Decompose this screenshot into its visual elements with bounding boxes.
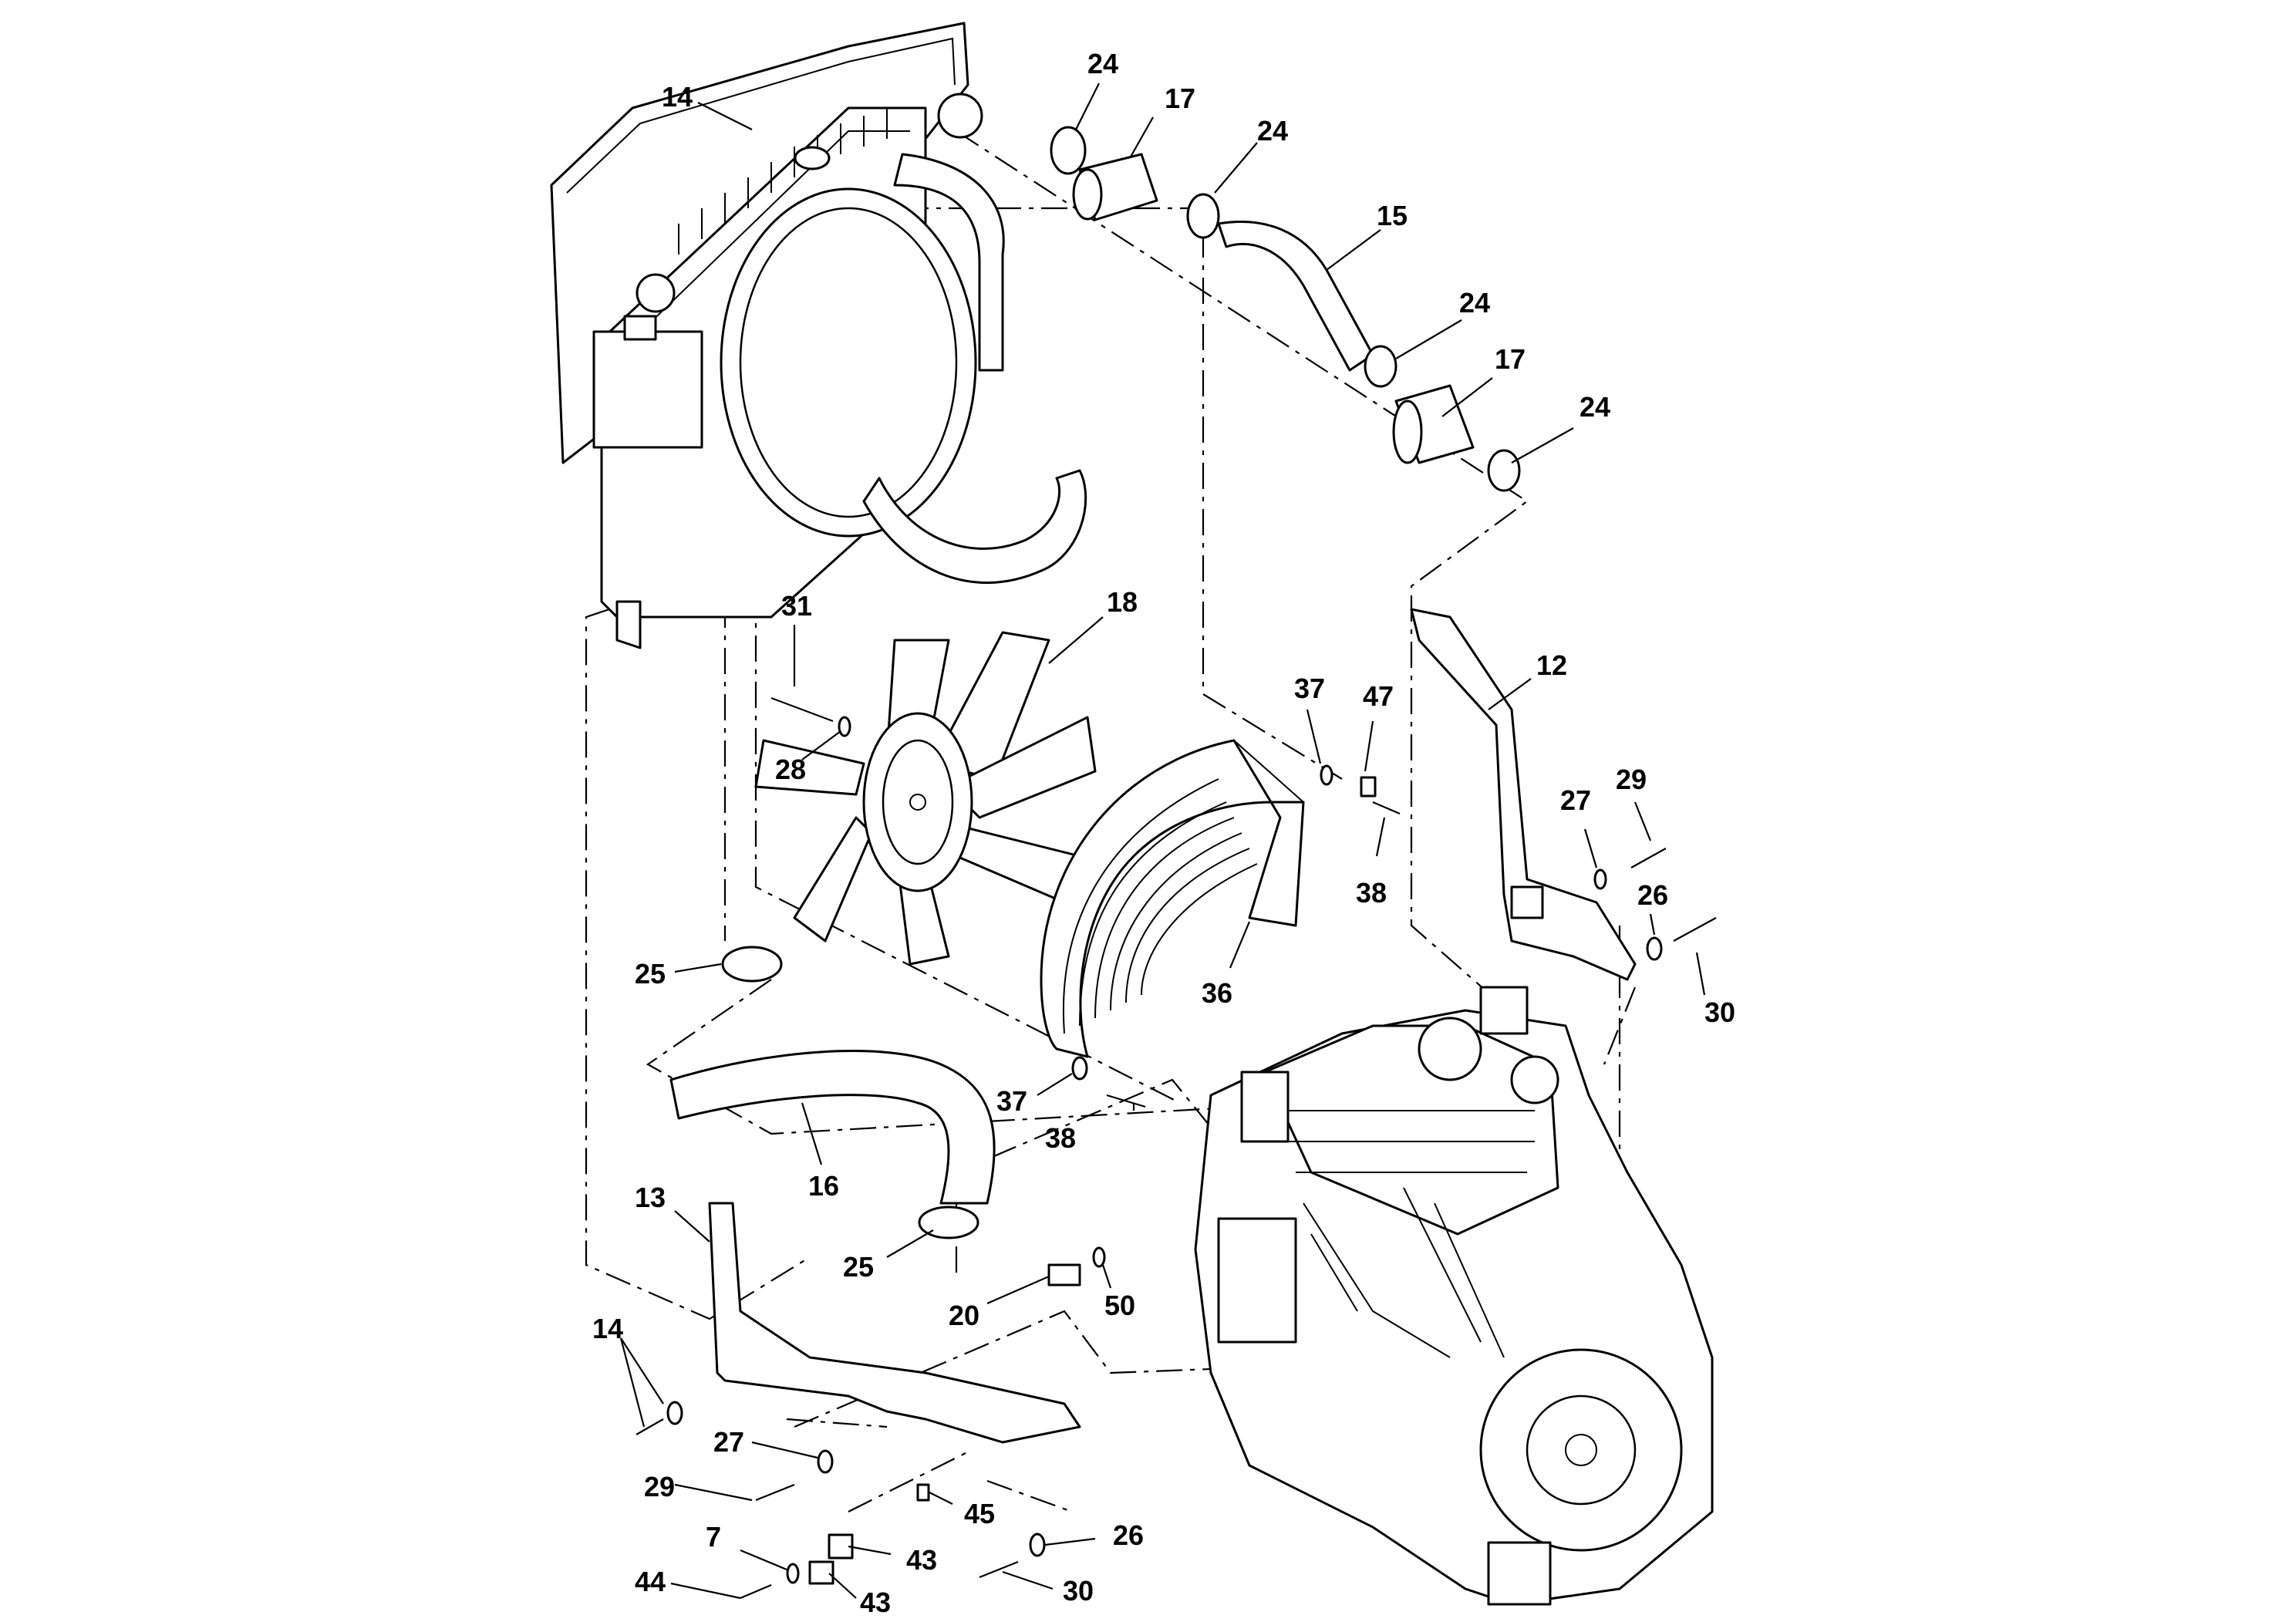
callout-27a: 27 — [1560, 784, 1591, 816]
callout-24b: 24 — [1257, 115, 1288, 147]
callout-37b: 37 — [996, 1085, 1027, 1117]
callout-24a: 24 — [1087, 48, 1118, 79]
fuel-filter — [1240, 1071, 1290, 1143]
bolt-30b — [979, 1560, 1019, 1579]
bolt-29b — [755, 1483, 795, 1502]
bolt-38a — [1372, 801, 1401, 815]
callout-30b: 30 — [1063, 1575, 1094, 1607]
bracket-13 — [708, 1202, 1081, 1444]
bracket-12 — [1410, 608, 1637, 981]
radiator-hose-lower — [862, 469, 1087, 584]
hose-clamp-24c — [1364, 345, 1397, 388]
callout-25b: 25 — [843, 1251, 874, 1283]
callout-29b: 29 — [644, 1471, 675, 1502]
callout-25a: 25 — [635, 958, 666, 990]
callout-27b: 27 — [713, 1426, 744, 1458]
hose-clamp-24b — [1186, 193, 1220, 239]
turbocharger — [1418, 1017, 1482, 1081]
bolt-29a — [1630, 848, 1667, 868]
lower-hose-assembly — [669, 946, 996, 1239]
callout-37a: 37 — [1294, 673, 1325, 704]
hose-clamp-25a — [721, 946, 783, 983]
upper-hose-15 — [1217, 221, 1374, 372]
callout-12: 12 — [1536, 649, 1567, 681]
callout-29a: 29 — [1616, 764, 1647, 795]
engine-block — [1194, 986, 1714, 1606]
callout-45: 45 — [964, 1498, 995, 1529]
callout-14a: 14 — [662, 81, 693, 113]
valve-cover — [1263, 1024, 1559, 1236]
upper-hose-assembly — [1050, 126, 1521, 492]
washer-26b — [1029, 1533, 1046, 1557]
callout-24c: 24 — [1459, 287, 1490, 319]
radiator-assembly — [550, 22, 1087, 649]
hose-clamp-24a — [1050, 126, 1087, 175]
callout-36: 36 — [1202, 977, 1232, 1009]
callout-20: 20 — [949, 1300, 979, 1331]
spacer-43b — [808, 1560, 834, 1585]
leader-lines — [619, 83, 1706, 1600]
upper-outlet-neck — [937, 93, 983, 139]
hose-clamp-24d — [1487, 449, 1521, 492]
bolt-30a — [1673, 917, 1717, 942]
bolt-44 — [740, 1583, 772, 1600]
washer-37a — [1320, 764, 1333, 786]
callout-labels: 14 24 17 24 15 24 17 24 18 31 28 37 47 3… — [592, 48, 1735, 1618]
bolt-38b — [1106, 1094, 1146, 1108]
washer-28 — [838, 716, 851, 737]
washer-27a — [1593, 868, 1607, 890]
expansion-tank — [592, 330, 703, 449]
callout-17a: 17 — [1165, 83, 1195, 114]
callout-43a: 43 — [906, 1544, 937, 1576]
nut-45 — [916, 1483, 930, 1502]
hose-clamp-25b — [918, 1206, 979, 1239]
callout-15: 15 — [1377, 200, 1408, 231]
cooling-fan — [754, 631, 1097, 966]
fan-guard — [1040, 739, 1305, 1058]
callout-50: 50 — [1104, 1290, 1135, 1321]
washer-37b — [1071, 1056, 1088, 1081]
callout-38a: 38 — [1356, 877, 1387, 909]
nut-47 — [1360, 776, 1377, 798]
callout-38b: 38 — [1045, 1122, 1076, 1154]
callout-28: 28 — [775, 754, 806, 785]
callout-18: 18 — [1107, 586, 1138, 618]
callout-26a: 26 — [1637, 879, 1668, 911]
washer-7 — [786, 1563, 800, 1584]
fasteners — [636, 696, 1717, 1600]
oil-cooler — [1217, 1217, 1297, 1344]
callout-16: 16 — [808, 1170, 839, 1202]
callout-24d: 24 — [1580, 391, 1610, 423]
callout-17b: 17 — [1495, 343, 1526, 375]
bolt-14b — [636, 1418, 664, 1435]
callout-43b: 43 — [860, 1587, 891, 1618]
callout-13: 13 — [635, 1182, 666, 1213]
callout-26b: 26 — [1113, 1519, 1144, 1551]
lower-outlet-neck — [636, 273, 676, 313]
callout-30a: 30 — [1704, 996, 1735, 1028]
sensor-20 — [1047, 1263, 1081, 1286]
washer-26a — [1646, 936, 1663, 961]
washer-14b — [666, 1401, 683, 1425]
callout-7: 7 — [706, 1521, 721, 1553]
callout-44: 44 — [635, 1566, 666, 1597]
washer-27b — [817, 1449, 834, 1474]
callout-14b: 14 — [592, 1313, 623, 1344]
callout-47: 47 — [1363, 680, 1394, 712]
overflow-pipe — [893, 153, 1005, 372]
bolt-31 — [770, 696, 834, 723]
lower-hose-16 — [669, 1050, 996, 1205]
callout-31: 31 — [781, 590, 812, 622]
radiator-cap — [794, 146, 831, 170]
washer-50 — [1092, 1246, 1106, 1268]
